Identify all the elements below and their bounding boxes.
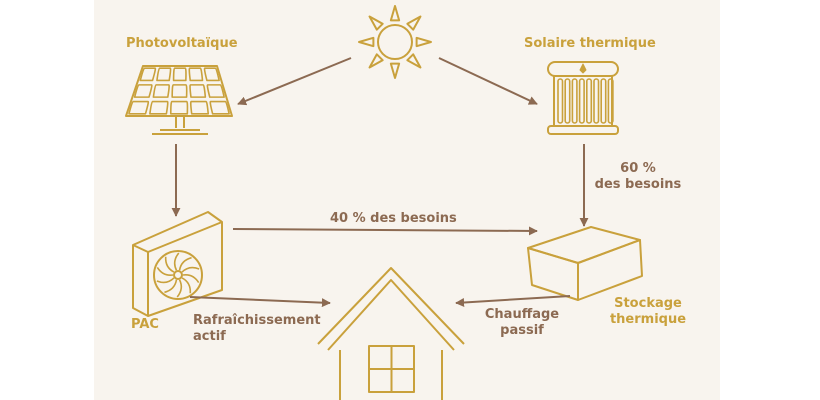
label-40-besoins: 40 % des besoins: [330, 211, 457, 226]
label-chauffage-passif: Chauffage passif: [472, 307, 572, 339]
thermal-collector-icon: [547, 61, 619, 135]
label-stockage-line1: Stockage: [614, 296, 682, 311]
heat-pump-icon: [132, 211, 223, 317]
arrow-pac-to-house: [189, 296, 331, 308]
label-60-line1: 60 %: [620, 161, 656, 176]
label-solaire-thermique: Solaire thermique: [524, 36, 656, 51]
label-chauffage-line1: Chauffage: [484, 307, 560, 322]
house-icon: [317, 267, 465, 400]
label-rafraichissement-line1: Rafraîchissement: [193, 313, 321, 328]
label-photovoltaique: Photovoltaïque: [126, 36, 238, 51]
label-chauffage-line2: passif: [500, 323, 544, 338]
arrow-pac-to-storage: [232, 226, 538, 236]
label-stockage-thermique: Stockage thermique: [598, 296, 698, 328]
storage-tank-icon: [527, 226, 643, 301]
label-60-line2: des besoins: [594, 177, 682, 192]
label-rafraichissement-line2: actif: [193, 329, 226, 344]
arrow-sun-to-thermal: [438, 57, 538, 105]
label-60-besoins: 60 % des besoins: [588, 161, 688, 193]
solar-panel-icon: [125, 65, 233, 135]
arrow-storage-to-house: [455, 295, 571, 307]
label-stockage-line2: thermique: [609, 312, 687, 327]
sun-icon: [358, 5, 432, 79]
arrow-sun-to-pv: [237, 57, 352, 106]
label-rafraichissement-actif: Rafraîchissement actif: [193, 313, 321, 345]
label-pac: PAC: [131, 317, 159, 332]
